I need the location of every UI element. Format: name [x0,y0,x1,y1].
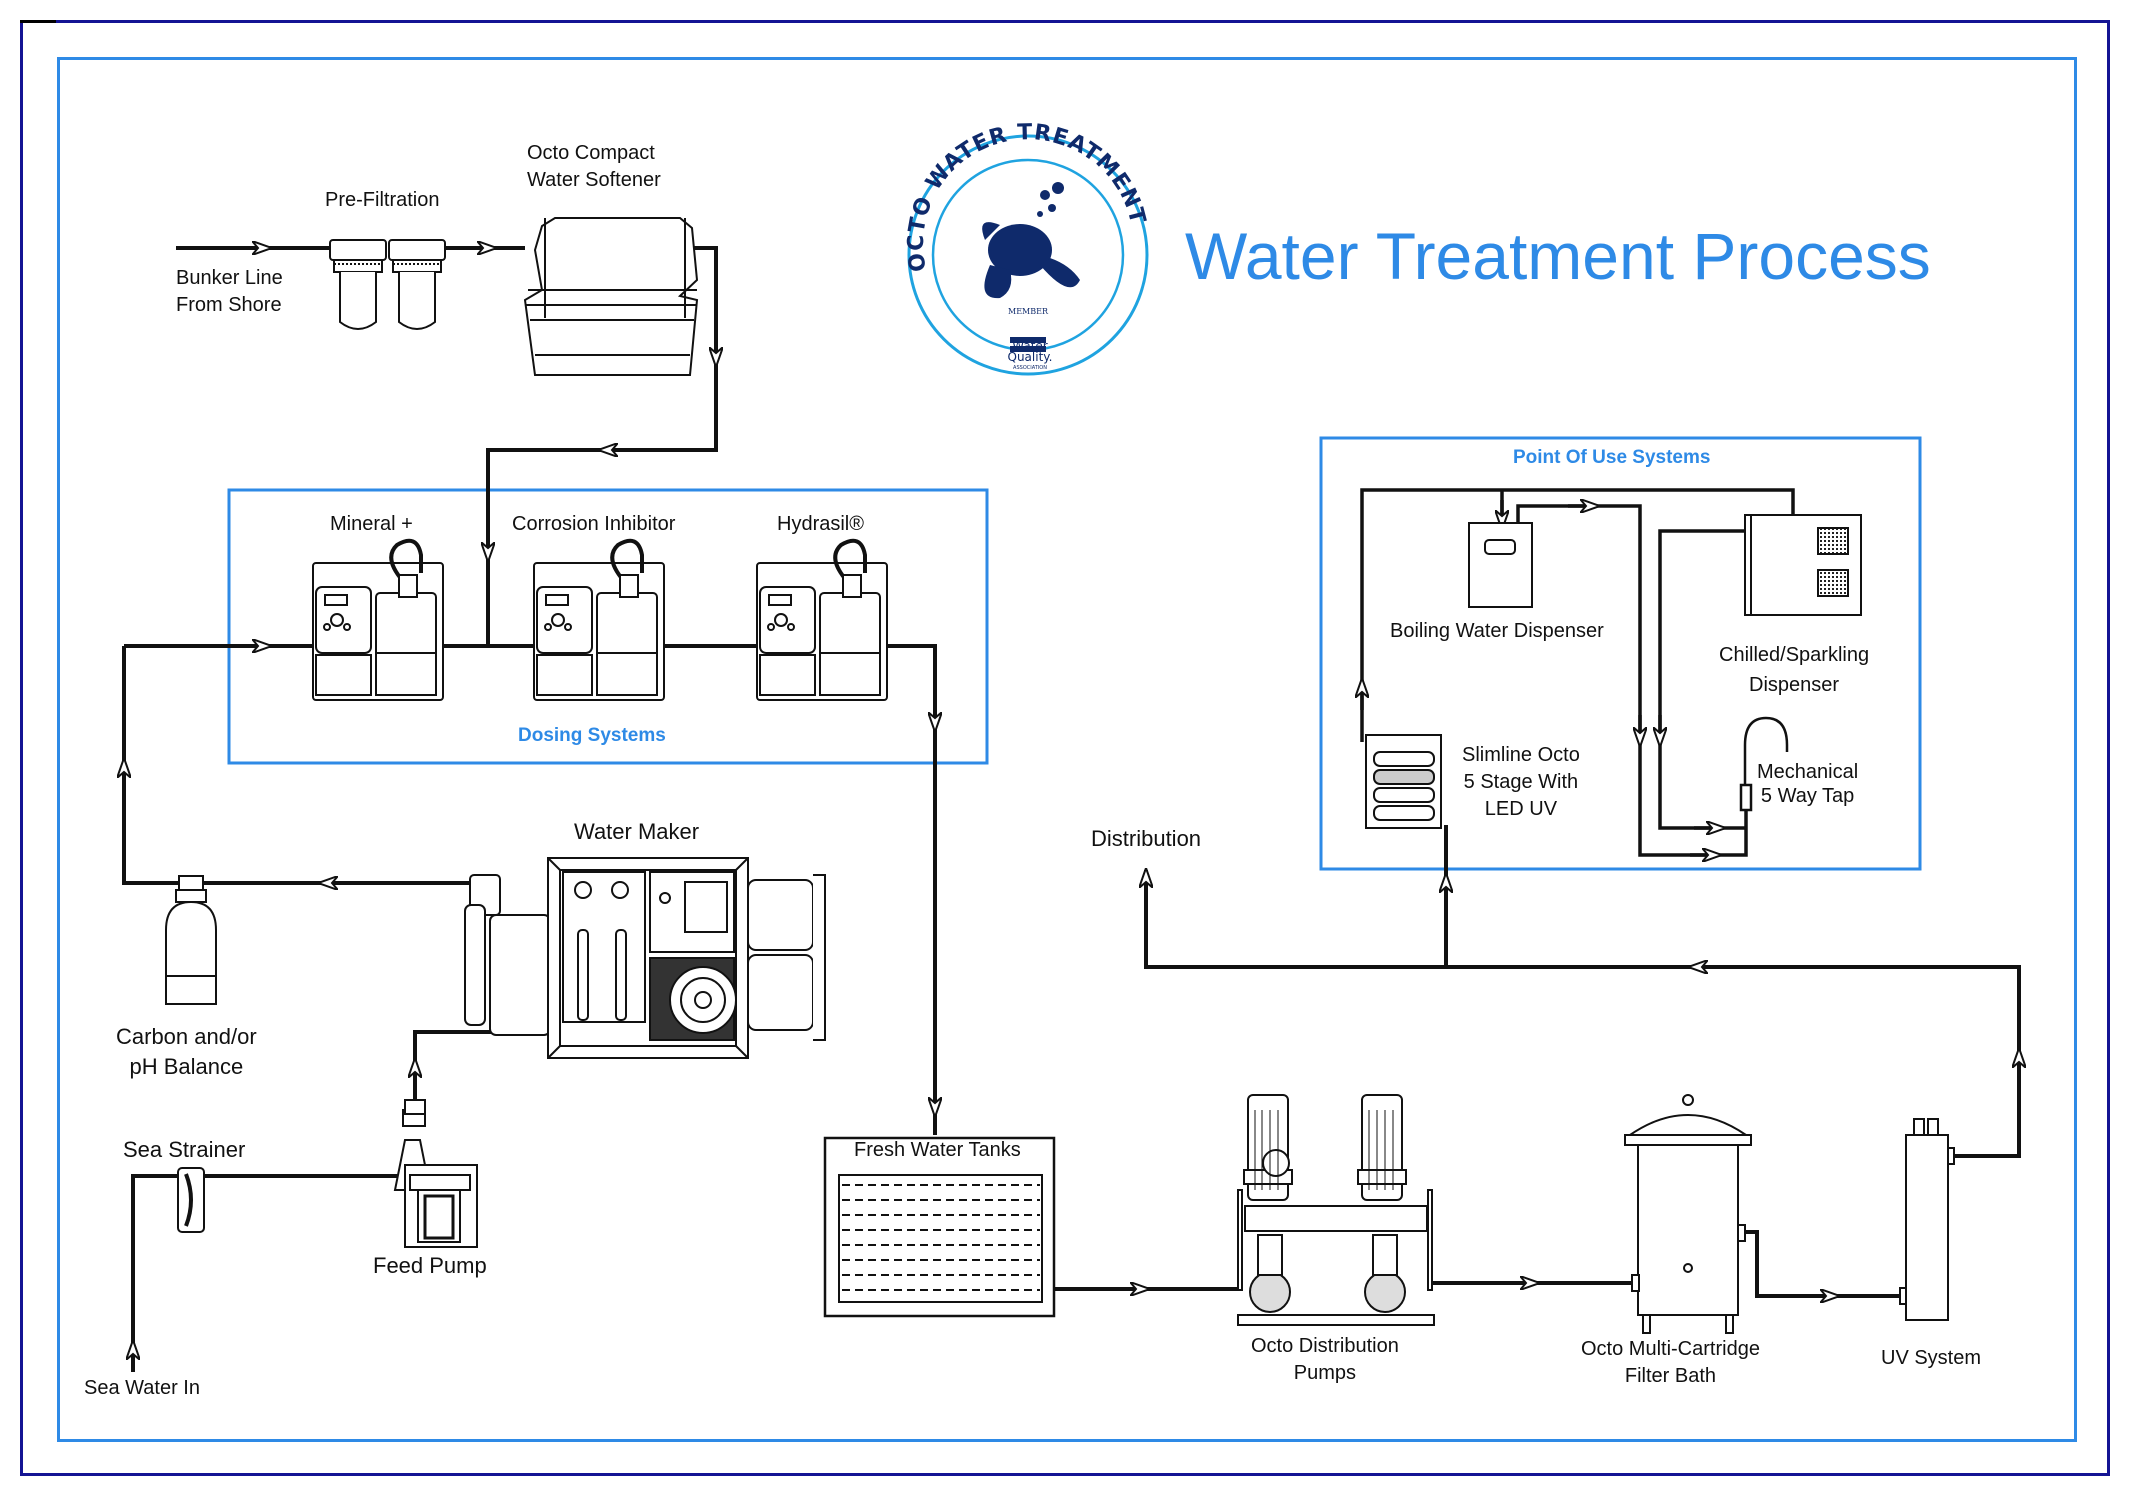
feed-pump-label: Feed Pump [373,1253,487,1278]
filter-bath-label-1: Octo Multi-Cartridge [1581,1338,1760,1360]
page-title: Water Treatment Process [1185,219,1931,293]
carbon-ph-label-2: pH Balance [129,1054,244,1079]
slimline-label-3: LED UV [1484,798,1558,820]
logo-member-text: MEMBER [1008,307,1049,316]
distribution-label: Distribution [1091,826,1202,851]
carbon-ph-label: Carbon and/or pH Balance [116,1022,257,1082]
hydrasil-label: Hydrasil® [777,513,864,535]
outer-frame [20,20,2110,1476]
sea-water-in-label: Sea Water In [84,1377,200,1399]
water-maker-unit [464,857,826,1059]
fresh-water-tanks [823,1136,1056,1318]
chilled-dispenser-label-1: Chilled/Sparkling [1719,644,1870,666]
pipe-uv-distribution [1144,870,2021,1158]
pipe-softener-dosing [486,246,718,646]
dosing-pump-hydrasil [756,538,888,701]
pre-filtration-label: Pre-Filtration [325,189,440,211]
feed-pump [393,1099,478,1248]
chilled-sparkling-dispenser [1744,514,1862,616]
multi-cartridge-filter-bath [1624,1094,1752,1334]
tap-label-2: 5 Way Tap [1760,785,1855,807]
softener-label-2: Water Softener [527,169,661,191]
pipe-boiling-out [1516,504,1748,857]
fresh-water-tanks-label: Fresh Water Tanks [854,1139,1021,1161]
carbon-ph-label-1: Carbon and/or [116,1024,257,1049]
octo-water-treatment-logo [907,134,1149,376]
inner-frame [57,57,2077,1442]
slimline-label-2: 5 Stage With [1463,771,1579,793]
sea-strainer [177,1167,205,1233]
dosing-pump-mineral [312,538,444,701]
bunker-line-label-1: Bunker Line [176,267,283,289]
water-softener-unit [523,217,699,376]
sea-strainer-label: Sea Strainer [123,1137,246,1162]
tap-label-1: Mechanical [1757,761,1859,783]
dosing-systems-box [227,488,989,765]
boiling-water-dispenser [1468,522,1533,608]
pipe-slimline-up [1360,488,1795,742]
dosing-pump-corrosion [533,538,665,701]
dosing-systems-title: Dosing Systems [518,725,666,746]
corrosion-inhibitor-label: Corrosion Inhibitor [512,513,676,535]
softener-label-1: Octo Compact [527,142,655,164]
uv-system [1899,1118,1955,1321]
mineral-label: Mineral + [330,513,413,535]
pipe-sea-water-in [131,1174,420,1372]
pre-filtration-unit [329,239,446,330]
point-of-use-box [1319,436,1922,871]
bunker-line-label-2: From Shore [176,294,282,316]
slimline-octo-filter [1365,734,1442,829]
uv-system-label: UV System [1881,1347,1982,1369]
carbon-ph-vessel [165,875,217,1005]
pipe-watermaker-carbon [122,646,470,885]
water-maker-label: Water Maker [574,819,700,844]
logo-ring-text: OCTO WATER TREATMENT [904,120,1149,273]
mechanical-5-way-tap [1739,716,1789,812]
point-of-use-title: Point Of Use Systems [1513,447,1711,468]
filter-bath-label-2: Filter Bath [1624,1365,1717,1387]
chilled-dispenser-label-2: Dispenser [1749,674,1840,696]
logo-assoc-line2: Quality. [1008,350,1053,364]
distribution-pumps [1237,1094,1435,1326]
logo-assoc-line1: Water [1012,339,1048,353]
slimline-label-1: Slimline Octo [1462,744,1580,766]
logo-assoc-line3: ASSOCIATION [1013,365,1047,371]
distribution-pumps-label-2: Pumps [1293,1362,1357,1384]
distribution-pumps-label-1: Octo Distribution [1251,1335,1399,1357]
svg-text:OCTO WATER TREATMENT: OCTO WATER TREATMENT [904,120,1150,273]
boiling-dispenser-label: Boiling Water Dispenser [1390,620,1604,642]
frame-corner-mark [20,20,56,23]
